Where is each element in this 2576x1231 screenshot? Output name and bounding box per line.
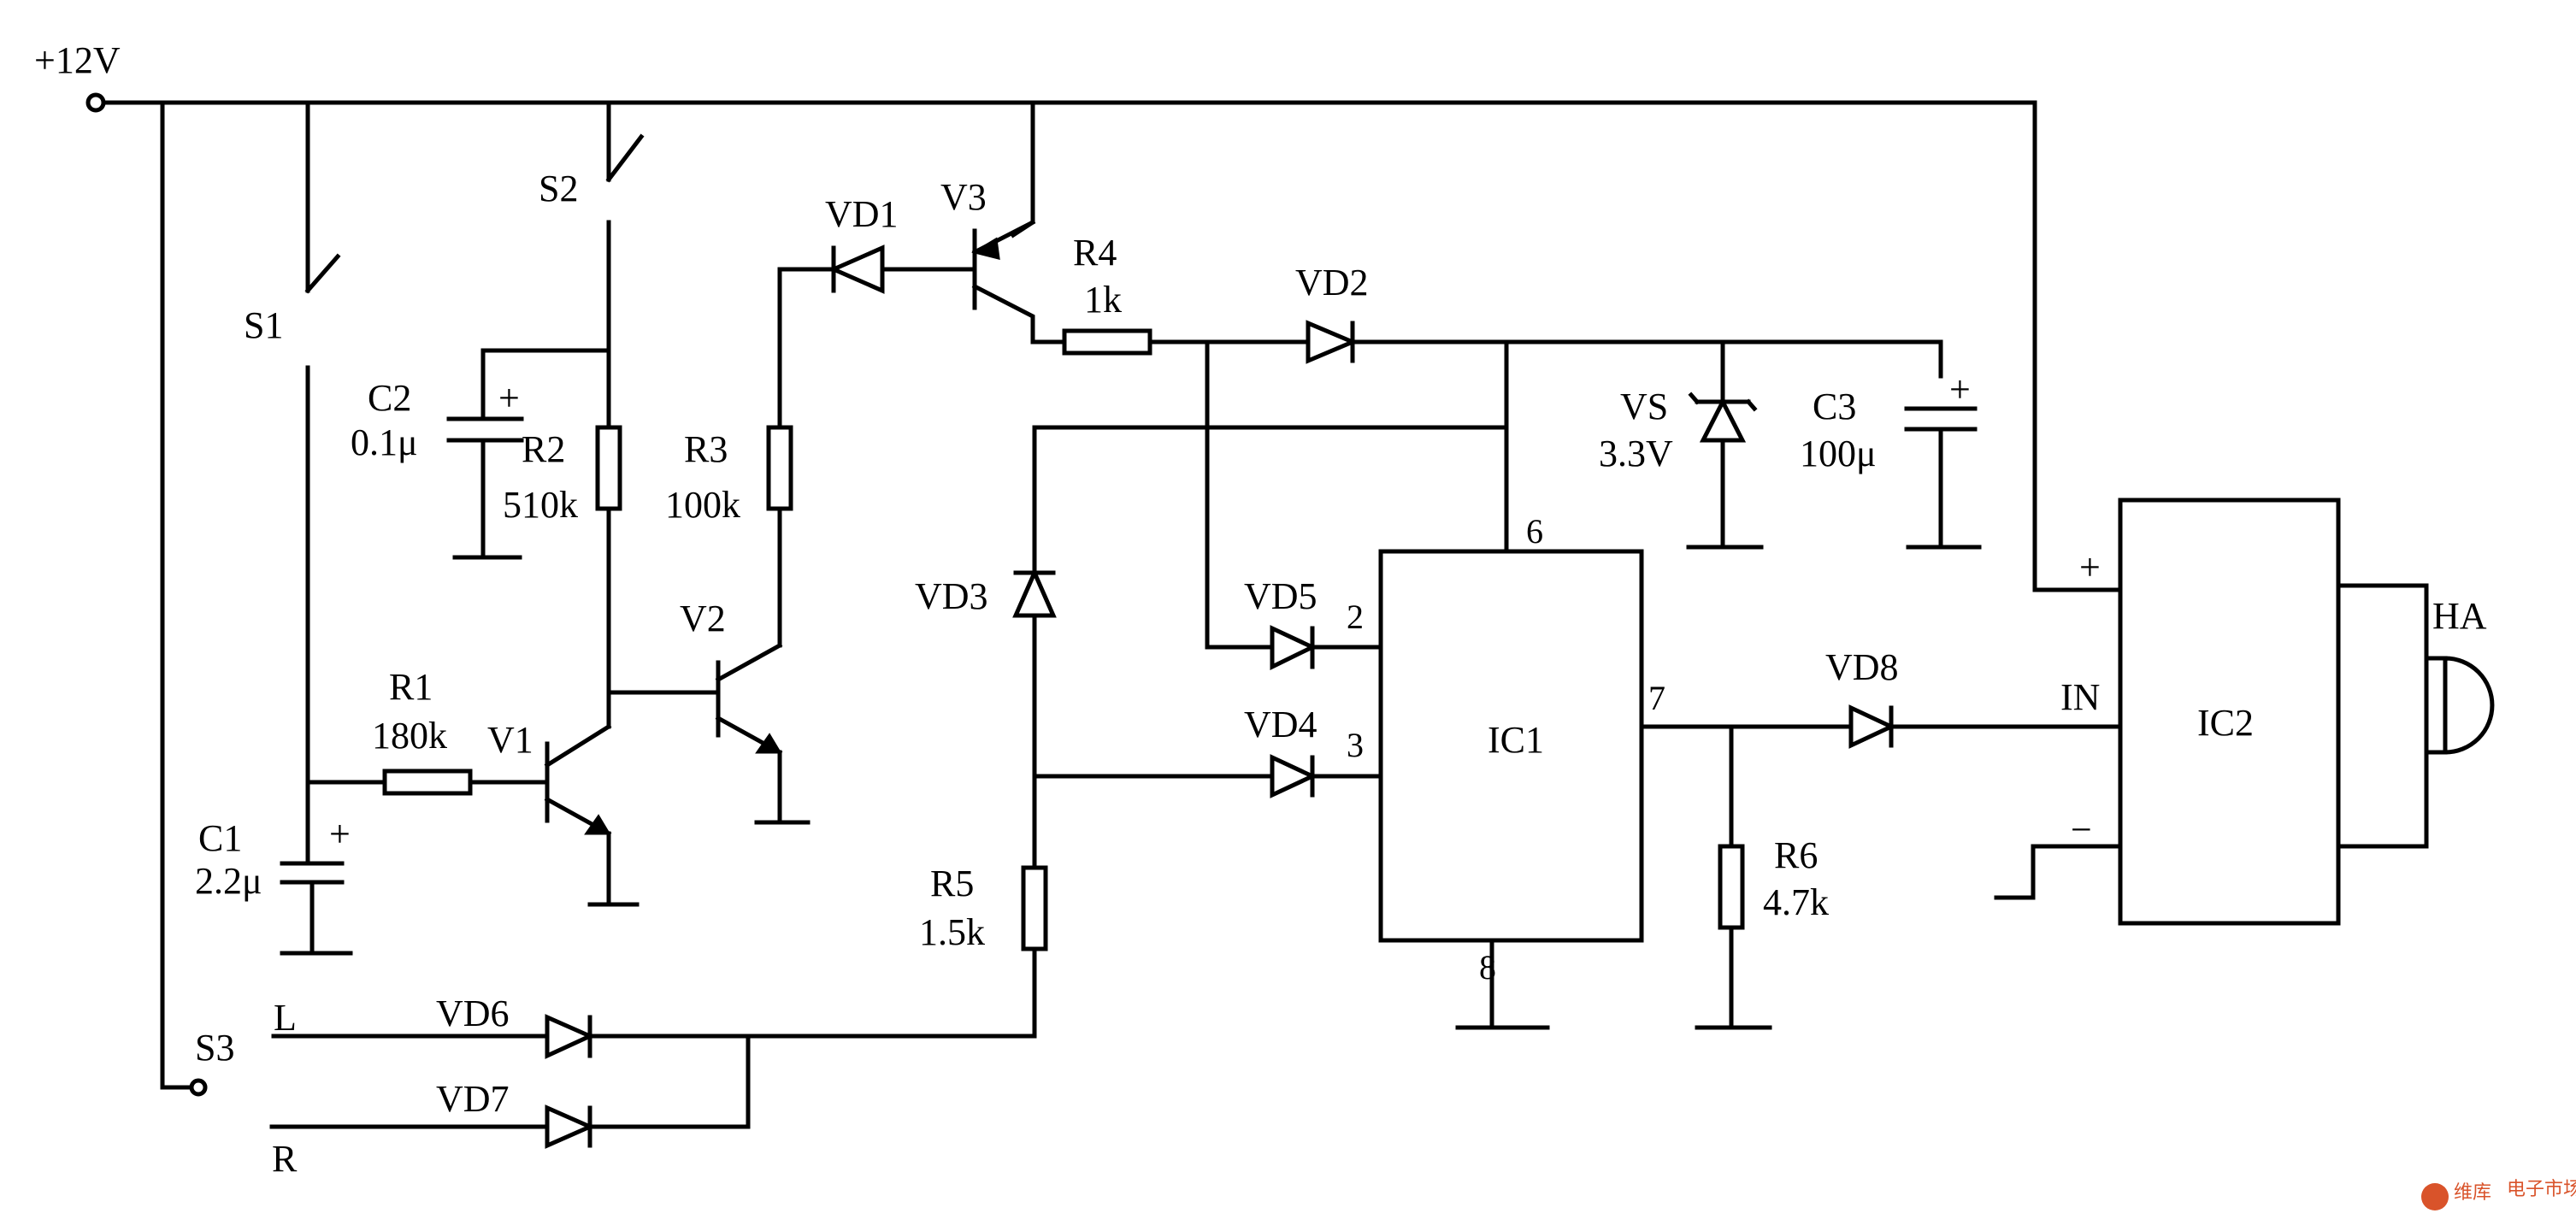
resistor-r1 [305,769,550,796]
ic1-label: IC1 [1488,719,1544,761]
r1-name: R1 [389,666,433,708]
transistor-v1 [544,723,640,907]
r5-value: 1.5k [919,911,985,953]
ic1-supply-net [1032,339,1509,575]
c2-plus: + [498,377,520,419]
resistor-r3 [766,267,836,511]
r5-name: R5 [930,863,974,904]
s2-label: S2 [539,168,578,209]
c3-plus: + [1949,368,1971,410]
r2-value: 510k [503,484,578,526]
capacitor-c2 [446,348,611,560]
ic2-plus: + [2079,546,2101,588]
capacitor-c3 [1904,406,1982,550]
r6-value: 4.7k [1763,881,1829,923]
vd4-label: VD4 [1244,704,1317,745]
ic1-pin2: 2 [1347,598,1364,636]
transistor-v2 [715,506,811,825]
r6-name: R6 [1774,834,1818,876]
diode-vd4 [1032,754,1383,798]
vd7-label: VD7 [436,1078,510,1120]
ic1-pin7: 7 [1648,679,1665,717]
diode-vd7 [545,1034,751,1149]
r4-name: R4 [1073,232,1117,274]
switch-s1 [304,253,341,785]
v3-label: V3 [940,176,987,218]
diode-vd3 [1012,567,1057,870]
vd5-label: VD5 [1244,575,1317,617]
ic1-pin6: 6 [1526,512,1543,551]
c2-name: C2 [368,377,411,419]
vd6-label: VD6 [436,992,510,1034]
ic2-label: IC2 [2197,702,2254,744]
ic2-minus: − [2071,809,2092,851]
v2-label: V2 [680,598,726,639]
vd2-label: VD2 [1295,262,1369,303]
watermark-logo: 维库 电子市场网 [2421,1179,2576,1210]
supply-label: +12V [34,39,121,81]
s3-label: S3 [195,1027,234,1069]
diode-vd6 [545,1014,751,1059]
ic1-chip [1378,549,1644,1030]
diode-vd8 [1848,704,2123,749]
c1-value: 2.2μ [195,860,262,902]
ic1-pin8: 8 [1479,948,1496,987]
ic2-chip [1994,498,2341,926]
vs-value: 3.3V [1599,433,1673,474]
transistor-v3 [971,219,1067,345]
diode-vd5 [1205,339,1383,671]
resistor-r6 [1639,724,1854,1030]
supply-rail [85,92,2123,1090]
r4-value: 1k [1084,279,1122,321]
capacitor-c1 [280,780,353,956]
right-input-label: R [272,1138,298,1180]
switch-s2 [605,133,645,430]
r3-name: R3 [684,428,728,470]
c2-value: 0.1μ [351,421,418,463]
vd3-label: VD3 [915,575,988,617]
vs-name: VS [1620,386,1668,427]
v1-label: V1 [487,719,533,761]
r3-value: 100k [665,484,740,526]
vd1-label: VD1 [825,193,899,235]
r2-name: R2 [522,428,565,470]
c1-plus: + [329,813,351,855]
resistor-r5 [746,865,1048,1039]
switch-s3 [189,1034,550,1129]
ic2-in: IN [2060,676,2100,718]
diode-vd1 [828,244,977,294]
resistor-r4 [1062,328,1311,356]
diode-vd2 [1306,320,1943,379]
ic1-pin3: 3 [1347,726,1364,764]
buzzer-ha [2336,583,2495,849]
s1-label: S1 [244,304,283,346]
c3-name: C3 [1813,386,1856,427]
watermark-brand: 维库 [2454,1182,2491,1204]
vd8-label: VD8 [1825,646,1899,688]
zener-vs [1686,339,1764,550]
ha-label: HA [2432,595,2487,637]
r1-value: 180k [372,715,447,757]
left-input-label: L [274,997,297,1039]
c3-value: 100μ [1800,433,1877,474]
watermark-sub: 电子市场网 [2507,1179,2576,1200]
resistor-r2 [595,425,721,729]
c1-name: C1 [198,817,242,859]
